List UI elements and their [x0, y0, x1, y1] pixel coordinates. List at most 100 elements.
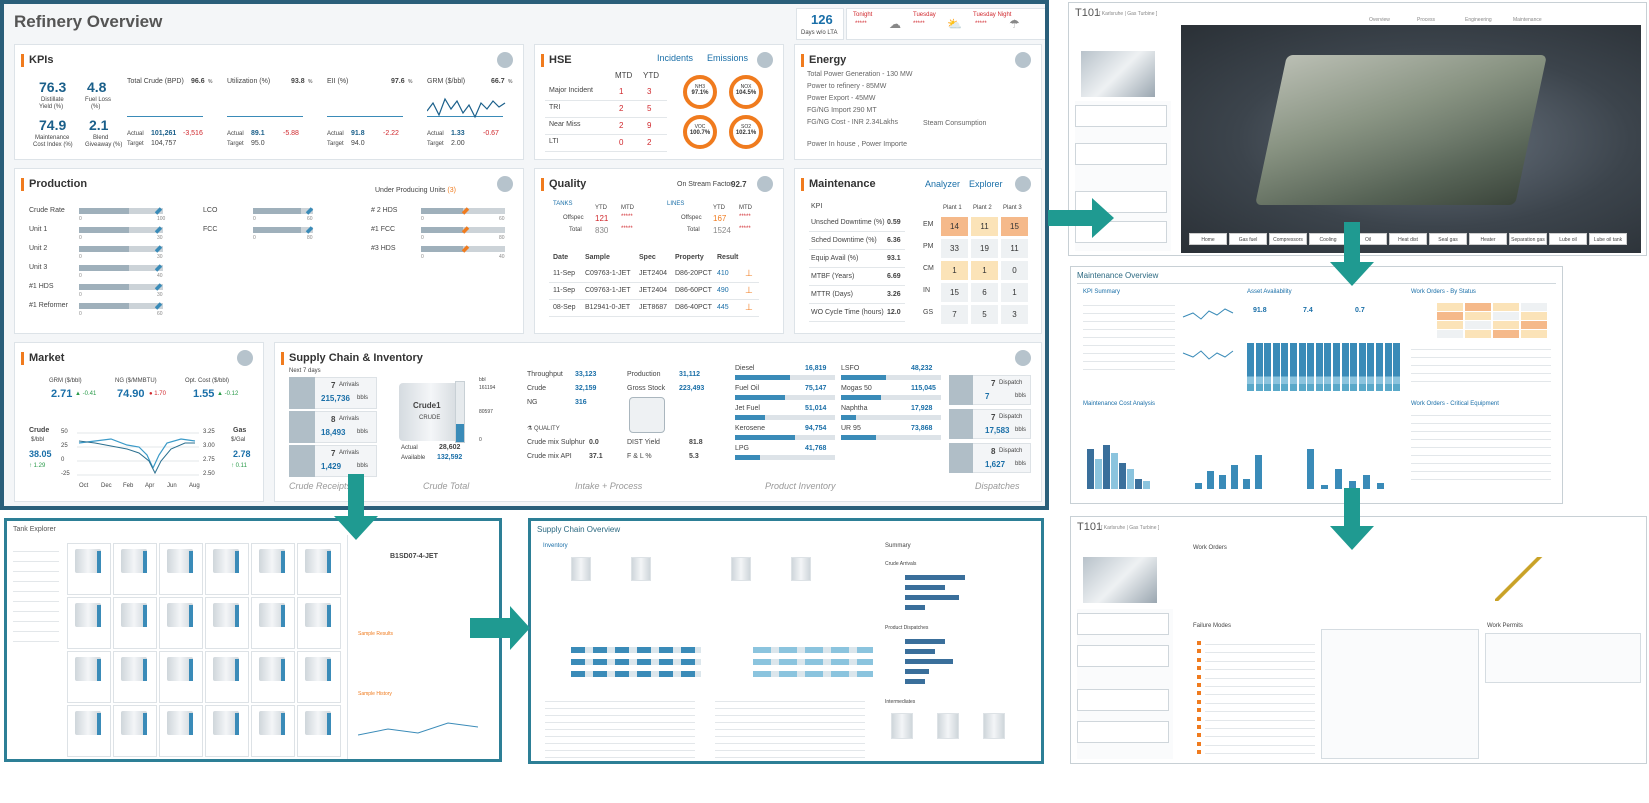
t101-view-button[interactable]: Lube oil tank [1589, 233, 1627, 245]
grid-row-label: EM [923, 221, 934, 228]
product-bar [841, 435, 941, 440]
hse-row-line [545, 100, 667, 101]
t101-view-button[interactable]: Cooling [1309, 233, 1347, 245]
receipt-label: Arrivals [339, 416, 360, 422]
tank-avail: 132,592 [437, 454, 463, 461]
pipe-diagram [1495, 557, 1555, 601]
gauge-icon[interactable] [497, 52, 513, 68]
fm-row-marker [1197, 750, 1201, 755]
hse-row-name: Near Miss [549, 121, 581, 128]
market-y-right: 3.25 [203, 429, 215, 435]
opt-delta: ▲ -0.12 [217, 391, 239, 397]
mo-wo-cell [1493, 312, 1519, 320]
cloud-icon[interactable] [757, 52, 773, 68]
analyzer-link[interactable]: Analyzer [925, 179, 961, 189]
wrench-icon[interactable] [1015, 176, 1031, 192]
quality-cell: JET2404 [639, 270, 668, 277]
fm-row [1205, 669, 1315, 671]
tank-filter-row [13, 591, 59, 592]
tanks-total-mtd: ***** [621, 226, 633, 232]
sco-row [545, 722, 695, 723]
t101-tab[interactable]: Engineering [1465, 17, 1492, 23]
tank-tile-level [143, 551, 147, 573]
t101-tab[interactable]: Overview [1369, 17, 1390, 23]
mo-sparklines [1182, 308, 1234, 360]
t101-view-button[interactable]: Heat dist [1389, 233, 1427, 245]
factory-icon[interactable] [497, 176, 513, 192]
dispatch-value: 7 [985, 392, 990, 401]
mo-cost-bar-2 [1219, 475, 1226, 489]
t101-view-button[interactable]: Lube oil [1549, 233, 1587, 245]
t101-view-button[interactable]: Gas fuel [1229, 233, 1267, 245]
hse-row-ytd: 9 [647, 121, 652, 130]
fm-row [1205, 677, 1315, 679]
chart-icon[interactable] [237, 350, 253, 366]
sco-row [545, 757, 695, 758]
mo-wo-cell [1521, 303, 1547, 311]
t101-tab[interactable]: Process [1417, 17, 1436, 23]
flow-step: Crude Receipts [289, 481, 352, 491]
mo-crit-row [1411, 479, 1551, 480]
mo-stack-bar [1358, 343, 1366, 391]
mo-cost-bar-2 [1231, 465, 1238, 489]
tank-tile-level [143, 713, 147, 735]
kpi-metric-pct: 97.6 [391, 78, 405, 85]
t101-subtitle: [ Karlsruhe | Gas Turbine ] [1099, 11, 1158, 17]
kpi-metric-actual: 89.1 [251, 130, 265, 137]
product-name: UR 95 [841, 425, 861, 432]
maint-kpi-line [809, 231, 905, 232]
gauge-name: VOC [694, 124, 706, 130]
fm-row-marker [1197, 691, 1201, 696]
receipt-count: 7 [331, 381, 336, 390]
t101-title: T101 [1075, 7, 1101, 19]
dispatch-value: 1,627 [985, 460, 1006, 469]
receipt-count: 8 [331, 415, 336, 424]
fm-row-marker [1197, 725, 1201, 729]
t101-view-button[interactable]: Home [1189, 233, 1227, 245]
mo-crit-row [1411, 423, 1551, 424]
mo-stack-bar [1367, 343, 1375, 391]
dispatch-label: Dispatch [999, 448, 1023, 454]
mo-asset-val-3: 0.7 [1355, 307, 1365, 314]
api-label: Crude mix API [527, 453, 572, 460]
mo-stack-bar [1324, 343, 1332, 391]
lines-total-mtd: ***** [739, 226, 751, 232]
production-title: Production [20, 178, 88, 191]
grid-cell: 1 [941, 261, 968, 280]
hse-row-line [545, 117, 667, 118]
fm-detail-panel [1321, 629, 1479, 759]
tank-filter-row [13, 561, 59, 562]
mo-kpi-row [1083, 345, 1175, 346]
product-name: Diesel [735, 365, 755, 372]
t101-view-button[interactable]: Oil [1349, 233, 1387, 245]
t101-tab[interactable]: Maintenance [1513, 17, 1542, 23]
receipt-label: Arrivals [339, 450, 360, 456]
incidents-link[interactable]: Incidents [657, 53, 694, 63]
t101-view-button[interactable]: Separation gas [1509, 233, 1547, 245]
product-bar [735, 415, 835, 420]
flask-icon[interactable] [757, 176, 773, 192]
process-name: Gross Stock [627, 385, 666, 392]
tank-tile-level [235, 659, 239, 681]
tank-tile-body [213, 657, 239, 681]
quality-cell: JET8687 [639, 304, 668, 311]
refresh-icon[interactable] [1015, 52, 1031, 68]
receipt-value: 18,493 [321, 428, 346, 437]
prod-bar [79, 303, 163, 309]
t101-view-button[interactable]: Heater [1469, 233, 1507, 245]
arrows-icon[interactable] [1015, 350, 1031, 366]
t101-view-button[interactable]: Seal gas [1429, 233, 1467, 245]
mo-crit-row [1411, 431, 1551, 432]
emissions-link[interactable]: Emissions [707, 53, 749, 63]
maint-kpi-value: 6.36 [887, 237, 901, 244]
receipt-label: Arrivals [339, 382, 360, 388]
tank-tile-level [327, 659, 331, 681]
tank-tile-body [167, 711, 193, 735]
tanks-total-label: Total [569, 227, 582, 233]
t101-view-button[interactable]: Compressors [1269, 233, 1307, 245]
product-value: 115,045 [911, 385, 936, 392]
mo-wo-row [1411, 357, 1551, 358]
prod-zero: 0 [421, 254, 424, 260]
explorer-link[interactable]: Explorer [969, 179, 1003, 189]
